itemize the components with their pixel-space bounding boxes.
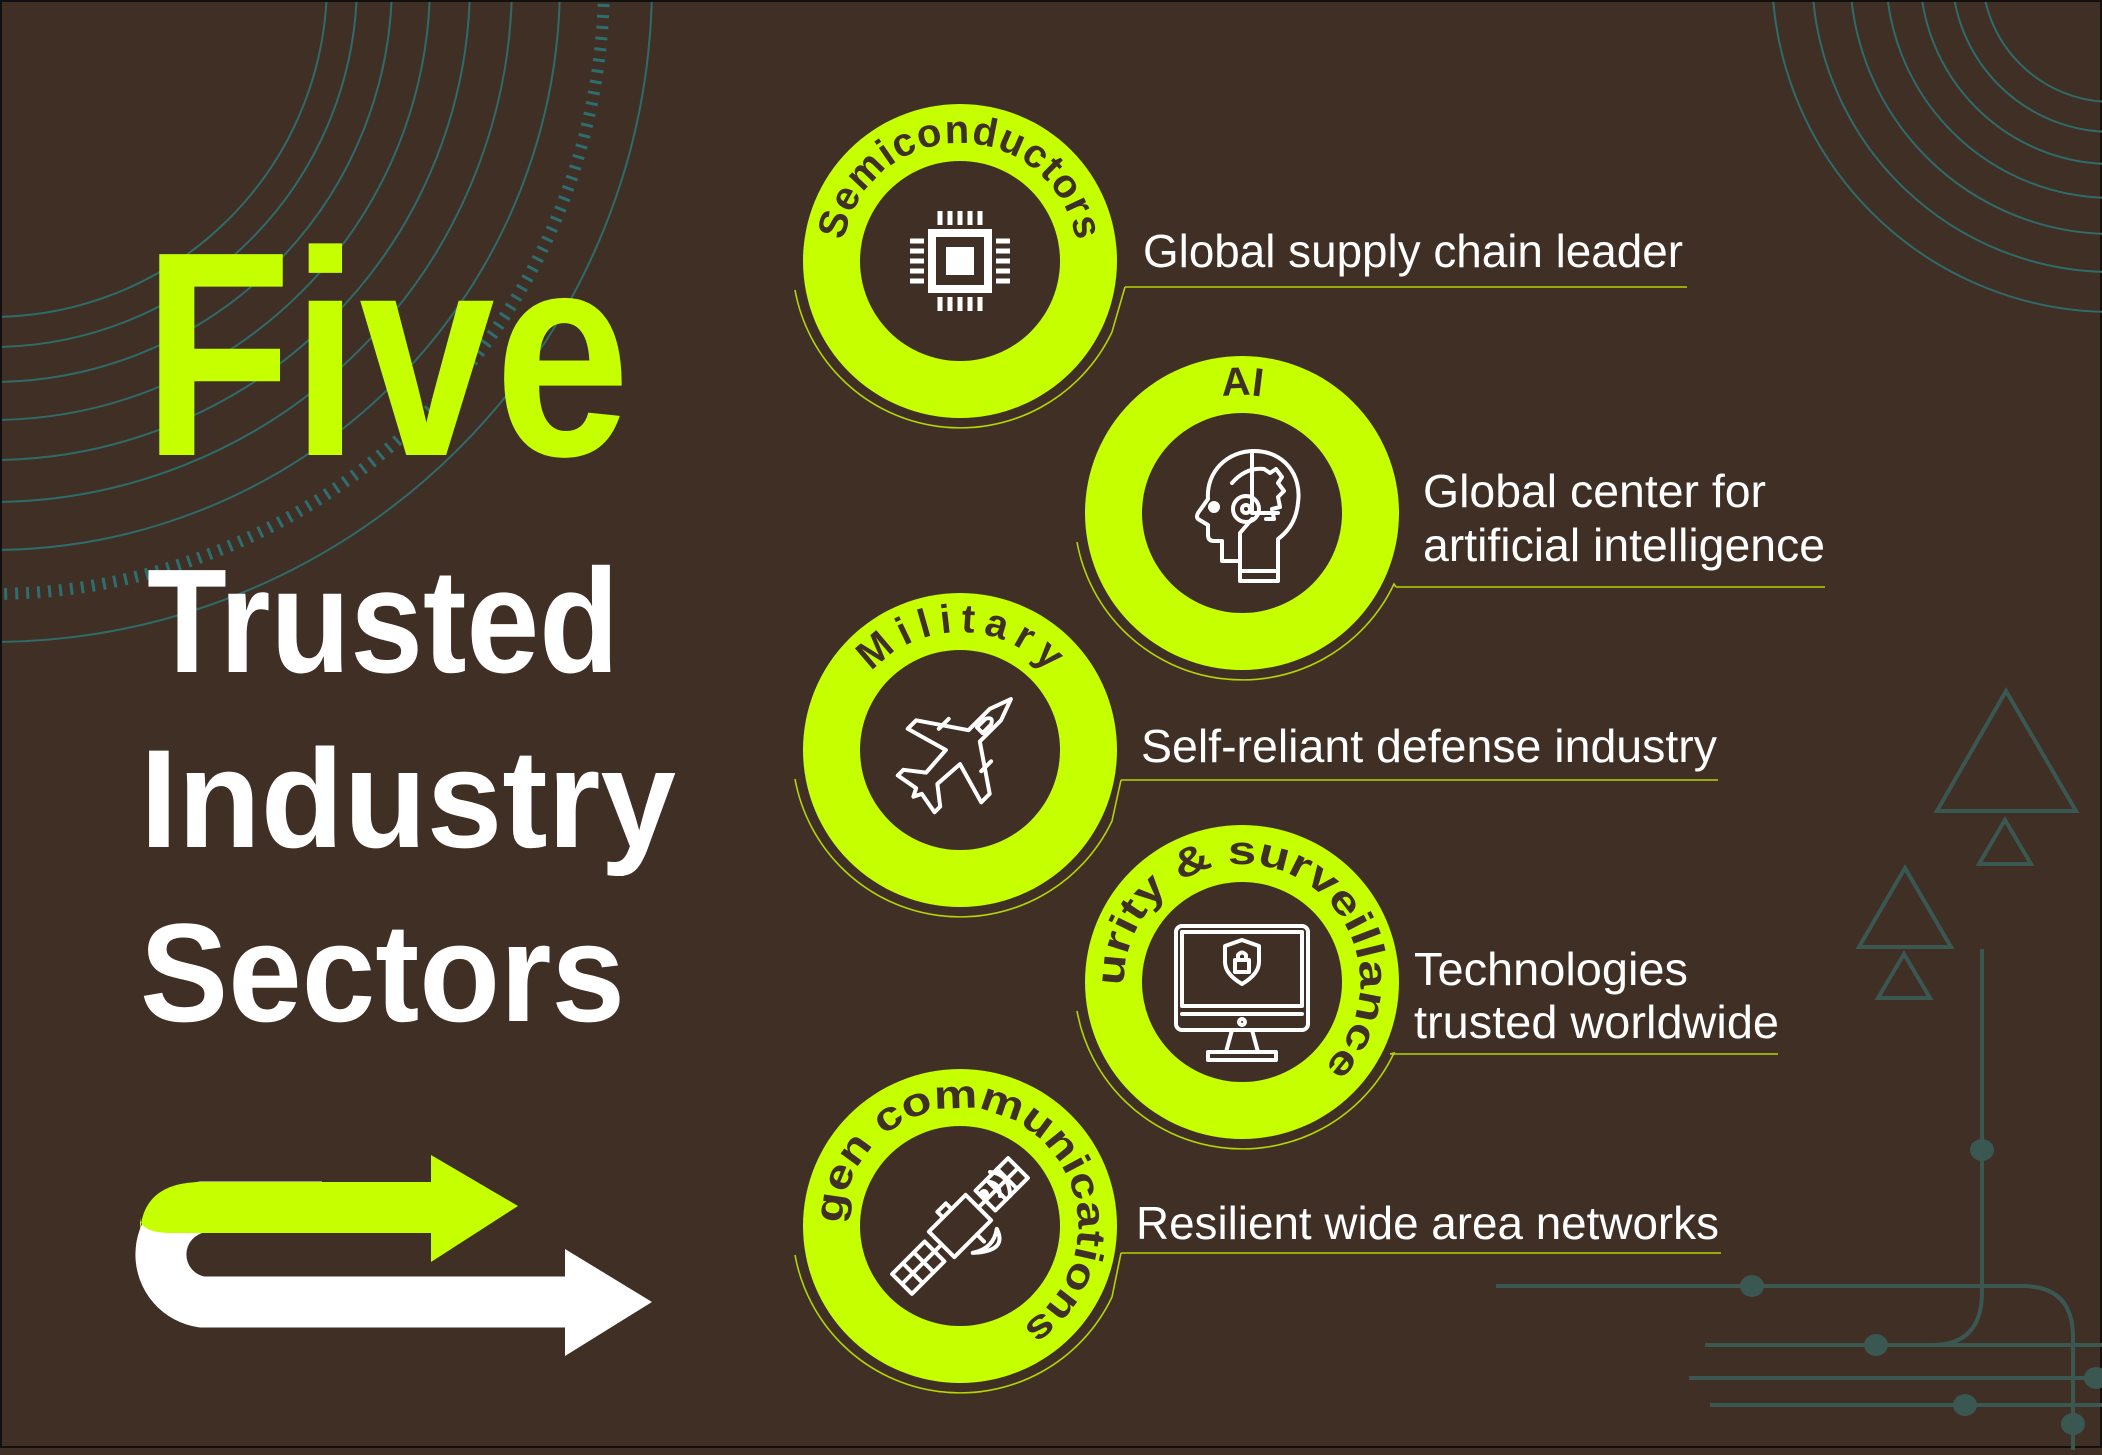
ai-head-gear-icon	[1195, 449, 1301, 583]
white-arrow-head	[565, 1249, 652, 1356]
badge-shadow-arc	[1076, 1010, 1396, 1150]
badge-center	[860, 650, 1060, 850]
sector-description-line2: trusted worldwide	[1414, 996, 1779, 1048]
sector-military: Military Self-reliant defense industry	[794, 593, 1718, 918]
sector-description: Self-reliant defense industry	[1141, 720, 1717, 772]
double-arrow-graphic	[135, 1155, 652, 1356]
sector-next-gen-communications: Next-gen communications Resilient wide a…	[794, 1069, 1721, 1394]
decor-circuit	[1496, 949, 2102, 1450]
svg-text:AI: AI	[1220, 359, 1266, 405]
sector-description-line1: Global center for	[1423, 465, 1766, 517]
lime-arrow-band	[140, 1182, 431, 1237]
badge-shadow-arc	[794, 778, 1122, 918]
sector-description: Global supply chain leader	[1143, 225, 1683, 277]
decor-triangles	[1855, 687, 2080, 1000]
microchip-icon	[910, 211, 1010, 311]
sector-semiconductors: Semiconductors Global supply chain leade…	[794, 104, 1687, 429]
decor-arcs-top-right	[1772, 0, 2102, 313]
headline-sectors: Sectors	[140, 894, 625, 1051]
headline-industry: Industry	[140, 720, 676, 877]
badge-shadow-arc	[794, 286, 1126, 429]
sector-description-line2: artificial intelligence	[1423, 519, 1825, 571]
sector-security-surveillance: Security & surveillance Technologies tru…	[1076, 825, 1779, 1150]
fighter-jet-icon	[895, 697, 1013, 815]
badge-center	[860, 1126, 1060, 1326]
satellite-icon	[890, 1156, 1030, 1296]
sector-label: AI	[1220, 359, 1266, 405]
lime-arrow-head	[431, 1155, 518, 1262]
headline-trusted: Trusted	[147, 539, 619, 704]
badge-shadow-arc	[1076, 541, 1397, 681]
headline: Five Trusted Industry Sectors	[140, 191, 676, 1051]
sector-ai: AI Global center for artificial intellig…	[1076, 356, 1825, 681]
headline-five: Five	[143, 191, 630, 517]
badge-shadow-arc	[794, 1252, 1122, 1394]
monitor-shield-lock-icon	[1174, 924, 1310, 1062]
sector-description: Resilient wide area networks	[1136, 1197, 1719, 1249]
sector-description-line1: Technologies	[1414, 943, 1688, 995]
